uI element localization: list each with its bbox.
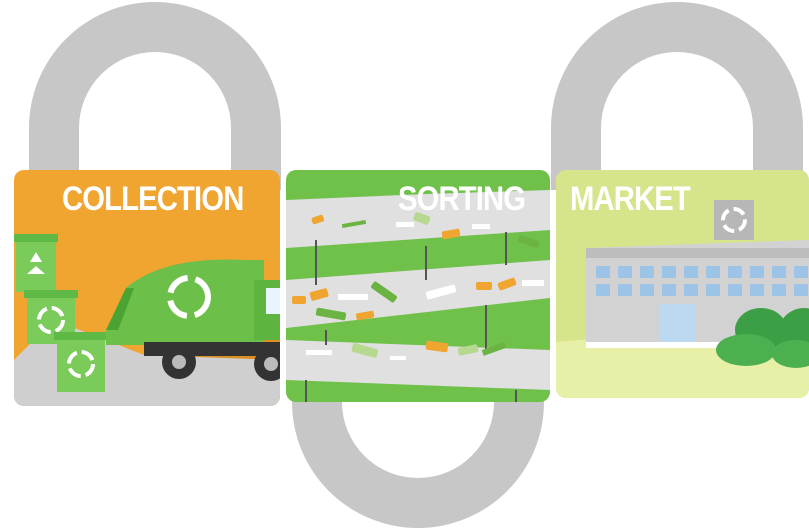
market-panel: MARKET [556, 170, 809, 398]
recycle-icon [167, 275, 211, 319]
recycling-bin-icon [14, 234, 58, 292]
conveyor-belt-icon [286, 190, 550, 402]
stage-label-sorting: SORTING [398, 180, 526, 218]
sorting-scene [286, 170, 550, 402]
connector-arc-top-left [29, 2, 281, 190]
collection-scene [14, 170, 280, 406]
recycling-bin-icon [54, 332, 108, 392]
bush-icon [716, 308, 809, 368]
stage-label-collection: COLLECTION [62, 180, 244, 218]
connector-arc-bottom-middle [292, 385, 544, 528]
connector-arc-top-right [551, 2, 803, 190]
market-scene [556, 170, 809, 398]
recycle-icon [721, 207, 747, 233]
sorting-panel: SORTING [286, 170, 550, 402]
stage-label-market: MARKET [570, 180, 691, 218]
collection-panel: COLLECTION [14, 170, 280, 406]
garbage-truck-icon [106, 259, 280, 381]
